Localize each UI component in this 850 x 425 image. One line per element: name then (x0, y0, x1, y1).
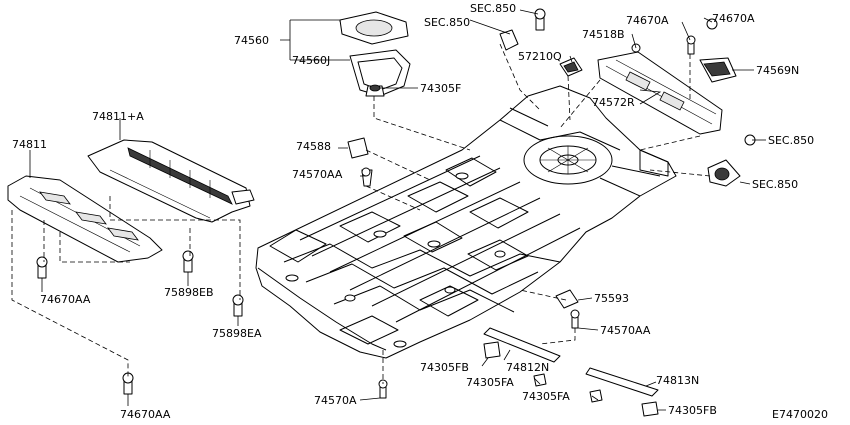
sec850-brackets (499, 8, 583, 77)
callout-sec850-c: SEC.850 (768, 134, 814, 147)
callout-labels: 74560 74560J 74305F SEC.850 SEC.850 7451… (12, 2, 828, 421)
callout-74560: 74560 (234, 34, 269, 47)
callout-74670a-b: 74670A (712, 12, 755, 25)
callout-sec850-d: SEC.850 (752, 178, 798, 191)
fasteners (36, 137, 659, 417)
callout-74305fa-b: 74305FA (522, 390, 570, 403)
diagram-id: E7470020 (772, 408, 828, 421)
callout-75898eb: 75898EB (164, 286, 214, 299)
spare-tire-cover (339, 11, 411, 97)
callout-74305fb-a: 74305FB (420, 361, 469, 374)
callout-74305f: 74305F (420, 82, 461, 95)
floor-panel (255, 85, 677, 359)
callout-75593: 75593 (594, 292, 629, 305)
callout-74305fa-a: 74305FA (466, 376, 514, 389)
callout-74570a: 74570A (314, 394, 357, 407)
callout-74670aa-a: 74670AA (40, 293, 91, 306)
callout-74670a-a: 74670A (626, 14, 669, 27)
callout-74811-a: 74811+A (92, 110, 144, 123)
callout-74572r: 74572R (592, 96, 635, 109)
callout-74670aa-b: 74670AA (120, 408, 171, 421)
front-undercover-a (87, 139, 255, 223)
rear-side-parts (707, 134, 756, 187)
leader-lines (29, 9, 766, 411)
callout-57210q: 57210Q (518, 50, 562, 63)
callout-74305fb-b: 74305FB (668, 404, 717, 417)
callout-74813n: 74813N (656, 374, 699, 387)
callout-75898ea: 75898EA (212, 327, 262, 340)
callout-74812n: 74812N (506, 361, 549, 374)
callout-74569n: 74569N (756, 64, 799, 77)
rear-crossmember (597, 18, 737, 135)
callout-sec850-b: SEC.850 (470, 2, 516, 15)
callout-74560j: 74560J (292, 54, 330, 67)
callout-74811: 74811 (12, 138, 47, 151)
assembly-lines (11, 43, 711, 384)
front-undercover (7, 175, 163, 263)
callout-74518b: 74518B (582, 28, 625, 41)
callout-sec850-a: SEC.850 (424, 16, 470, 29)
callout-74570aa-a: 74570AA (292, 168, 343, 181)
callout-74588: 74588 (296, 140, 331, 153)
callout-74570aa-b: 74570AA (600, 324, 651, 337)
